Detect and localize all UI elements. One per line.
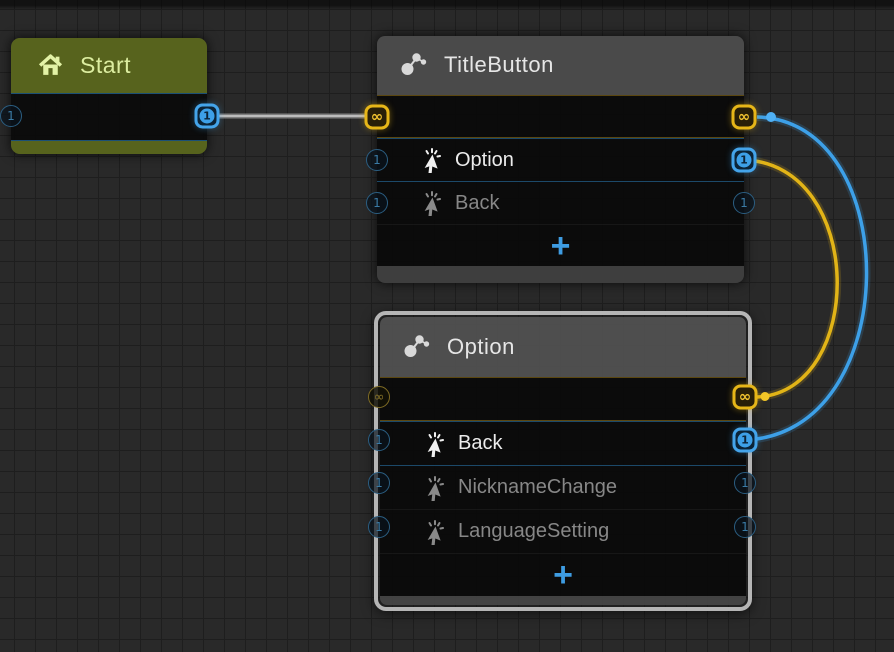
start-transition-row[interactable] [11,93,207,141]
row-label: NicknameChange [458,476,617,498]
option-nicknamechange-in-port[interactable]: 1 [368,472,390,494]
home-icon [38,54,63,75]
click-cursor-icon [427,475,444,501]
connection-titlebutton-option-to-option[interactable] [743,156,842,401]
titlebutton-node-header[interactable]: TitleButton [377,36,744,95]
node-title: TitleButton [444,52,554,78]
click-cursor-icon [424,148,441,173]
node-title: Start [80,52,132,78]
click-cursor-icon [427,431,444,457]
row-label: Back [455,191,500,214]
add-row: + [377,225,744,267]
top-shadow [0,0,894,10]
click-cursor-icon [427,519,444,545]
row-languagesetting[interactable]: LanguageSetting [380,510,746,554]
option-languagesetting-in-port[interactable]: 1 [368,516,390,538]
node-title: Option [447,334,515,359]
node-option-selection-border[interactable]: Option Back [374,311,752,611]
titlebutton-in-port-right[interactable]: ∞ [731,104,757,130]
titlebutton-in-port[interactable]: ∞ [364,104,390,130]
titlebutton-option-in-port[interactable]: 1 [366,149,388,171]
state-machine-icon [404,335,430,357]
row-back[interactable]: Back [380,421,746,466]
option-languagesetting-out-port[interactable]: 1 [734,516,756,538]
add-row: + [380,554,746,596]
state-machine-icon [401,53,427,76]
row-label: LanguageSetting [458,520,610,542]
row-option[interactable]: Option [377,137,744,183]
click-cursor-icon [424,191,441,217]
start-in-port[interactable]: 1 [0,105,22,127]
node-start[interactable]: Start [11,38,207,154]
state-link-row[interactable] [377,94,744,138]
option-in-port[interactable]: ∞ [368,386,390,408]
titlebutton-back-out-port[interactable]: 1 [733,192,755,214]
node-footer [380,596,746,605]
row-label: Option [455,148,514,171]
option-back-in-port[interactable]: 1 [368,429,390,451]
row-label: Back [458,432,503,454]
option-back-out-port[interactable]: 1 [732,427,758,453]
start-node-header[interactable]: Start [11,38,207,93]
node-footer [377,266,744,283]
start-out-port[interactable]: 1 [194,103,220,129]
node-option[interactable]: Option Back [380,317,746,605]
state-link-row[interactable] [380,377,746,421]
option-node-header[interactable]: Option [380,317,746,377]
start-node-footer [11,141,207,154]
add-transition-button[interactable]: + [553,556,573,594]
titlebutton-back-in-port[interactable]: 1 [366,192,388,214]
row-nicknamechange[interactable]: NicknameChange [380,466,746,510]
add-transition-button[interactable]: + [550,226,571,265]
row-back[interactable]: Back [377,182,744,226]
node-titlebutton[interactable]: TitleButton Option Back + [377,36,744,283]
option-nicknamechange-out-port[interactable]: 1 [734,472,756,494]
option-in-port-right[interactable]: ∞ [732,384,758,410]
titlebutton-option-out-port[interactable]: 1 [731,147,757,173]
